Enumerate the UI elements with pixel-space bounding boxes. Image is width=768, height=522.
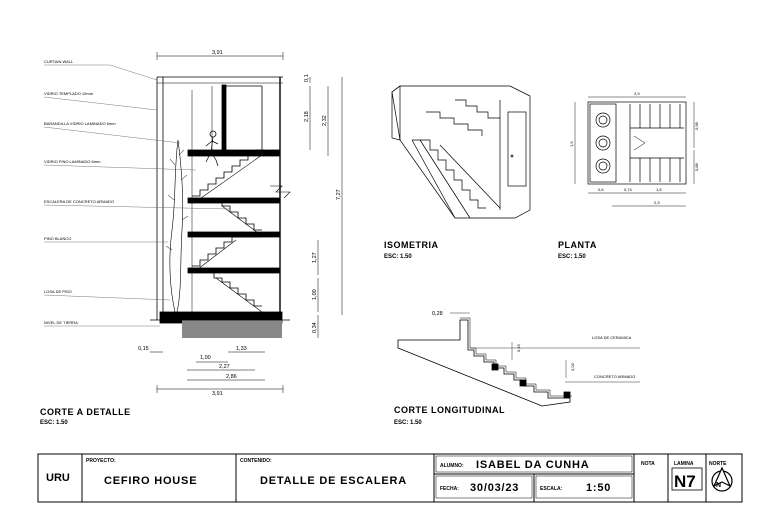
tb-lamina: N7 (674, 472, 696, 491)
tb-lamina-label: LAMINA (674, 461, 694, 467)
plan-dim-b3: 1,5 (656, 187, 662, 192)
tb-north-letter: N (716, 482, 721, 489)
title-corte-long: CORTE LONGITUDINAL (394, 405, 505, 415)
tb-uni: URU (46, 472, 70, 484)
dim-v100: 1,00 (312, 289, 318, 300)
tb-proyecto: CEFIRO HOUSE (104, 475, 197, 487)
dim-v727: 7,27 (336, 189, 342, 200)
dim-bottom: 3,91 (212, 391, 223, 397)
title-planta: PLANTA (558, 240, 597, 250)
tb-fecha: 30/03/23 (470, 482, 519, 494)
dim-015: 0,15 (138, 346, 149, 352)
plan-dim-total: 2,3 (654, 200, 660, 205)
long-label-concreto: CONCRETO ARMADO (594, 374, 635, 379)
scale-corte-long: ESC: 1.50 (394, 420, 422, 426)
tb-nota-label: NOTA (641, 461, 655, 467)
dim-v01: 0,1 (304, 74, 310, 82)
label-nivel: NIVEL DE TIERRA (44, 320, 78, 325)
tb-alumno-label: ALUMNO: (440, 463, 464, 469)
dim-v127: 1,27 (312, 252, 318, 263)
dim-v218: 2,18 (304, 111, 310, 122)
scale-isometria: ESC: 1.50 (384, 254, 412, 260)
tb-alumno: ISABEL DA CUNHA (476, 459, 589, 471)
scale-planta: ESC: 1.50 (558, 254, 586, 260)
scale-section-a: ESC: 1.50 (40, 420, 68, 426)
tb-contenido: DETALLE DE ESCALERA (260, 475, 407, 487)
plan-drawing (587, 101, 687, 185)
isometric-drawing (391, 85, 531, 219)
dim-227: 2,27 (219, 364, 230, 370)
long-dim-2: 0,16 (516, 343, 521, 352)
title-isometria: ISOMETRIA (384, 240, 439, 250)
title-section-a: CORTE A DETALLE (40, 407, 131, 417)
section-a-drawing (150, 76, 291, 338)
tb-proyecto-label: PROYECTO: (86, 458, 116, 464)
plan-dim-b1: 0,6 (598, 187, 604, 192)
dim-v232: 2,32 (322, 115, 328, 126)
long-dim-3: 0,03 (570, 362, 575, 371)
dim-100: 1,00 (200, 355, 211, 361)
dim-133: 1,33 (236, 346, 247, 352)
north-arrow-icon (711, 466, 733, 492)
long-dim-1: 0,28 (432, 311, 443, 317)
plan-dim-top: 2,9 (634, 91, 640, 96)
plan-dim-r1: 0,98 (694, 121, 699, 130)
plan-dim-left: 1,9 (569, 141, 574, 147)
label-escalera: ESCALERA DE CONCRETO ARMADO (44, 199, 114, 204)
label-pino: PINO BLANCO (44, 236, 71, 241)
tb-contenido-label: CONTENIDO: (240, 458, 272, 464)
label-losa: LOSA DE PISO (44, 289, 72, 294)
plan-dim-b2: 0,74 (624, 187, 633, 192)
tb-escala: 1:50 (586, 482, 611, 494)
plan-dimensions (574, 96, 695, 207)
label-curtain-wall: CURTAIN WALL (44, 59, 74, 64)
longitudinal-section-drawing (397, 312, 640, 407)
section-a-leaders (43, 64, 231, 327)
dim-v034: 0,34 (312, 322, 318, 333)
dim-top: 3,91 (212, 50, 223, 56)
label-vidrio-fino: VIDRIO FINO LAMINADO 6mm (44, 159, 101, 164)
tb-escala-label: ESCALA: (540, 486, 563, 492)
tb-fecha-label: FECHA: (440, 486, 459, 492)
label-barandilla: BARANDILLA VIDRIO LAMINADO 6mm (44, 121, 116, 126)
label-vidrio-templado: VIDRIO TEMPLADO 10mm (44, 91, 94, 96)
title-block-frame (37, 453, 743, 503)
tb-norte-label: NORTE (709, 461, 727, 467)
section-a-dimensions (150, 52, 343, 393)
long-label-losa: LOSA DE CERAMICA (592, 335, 632, 340)
plan-dim-r2: 0,88 (694, 162, 699, 171)
dim-286: 2,86 (226, 374, 237, 380)
